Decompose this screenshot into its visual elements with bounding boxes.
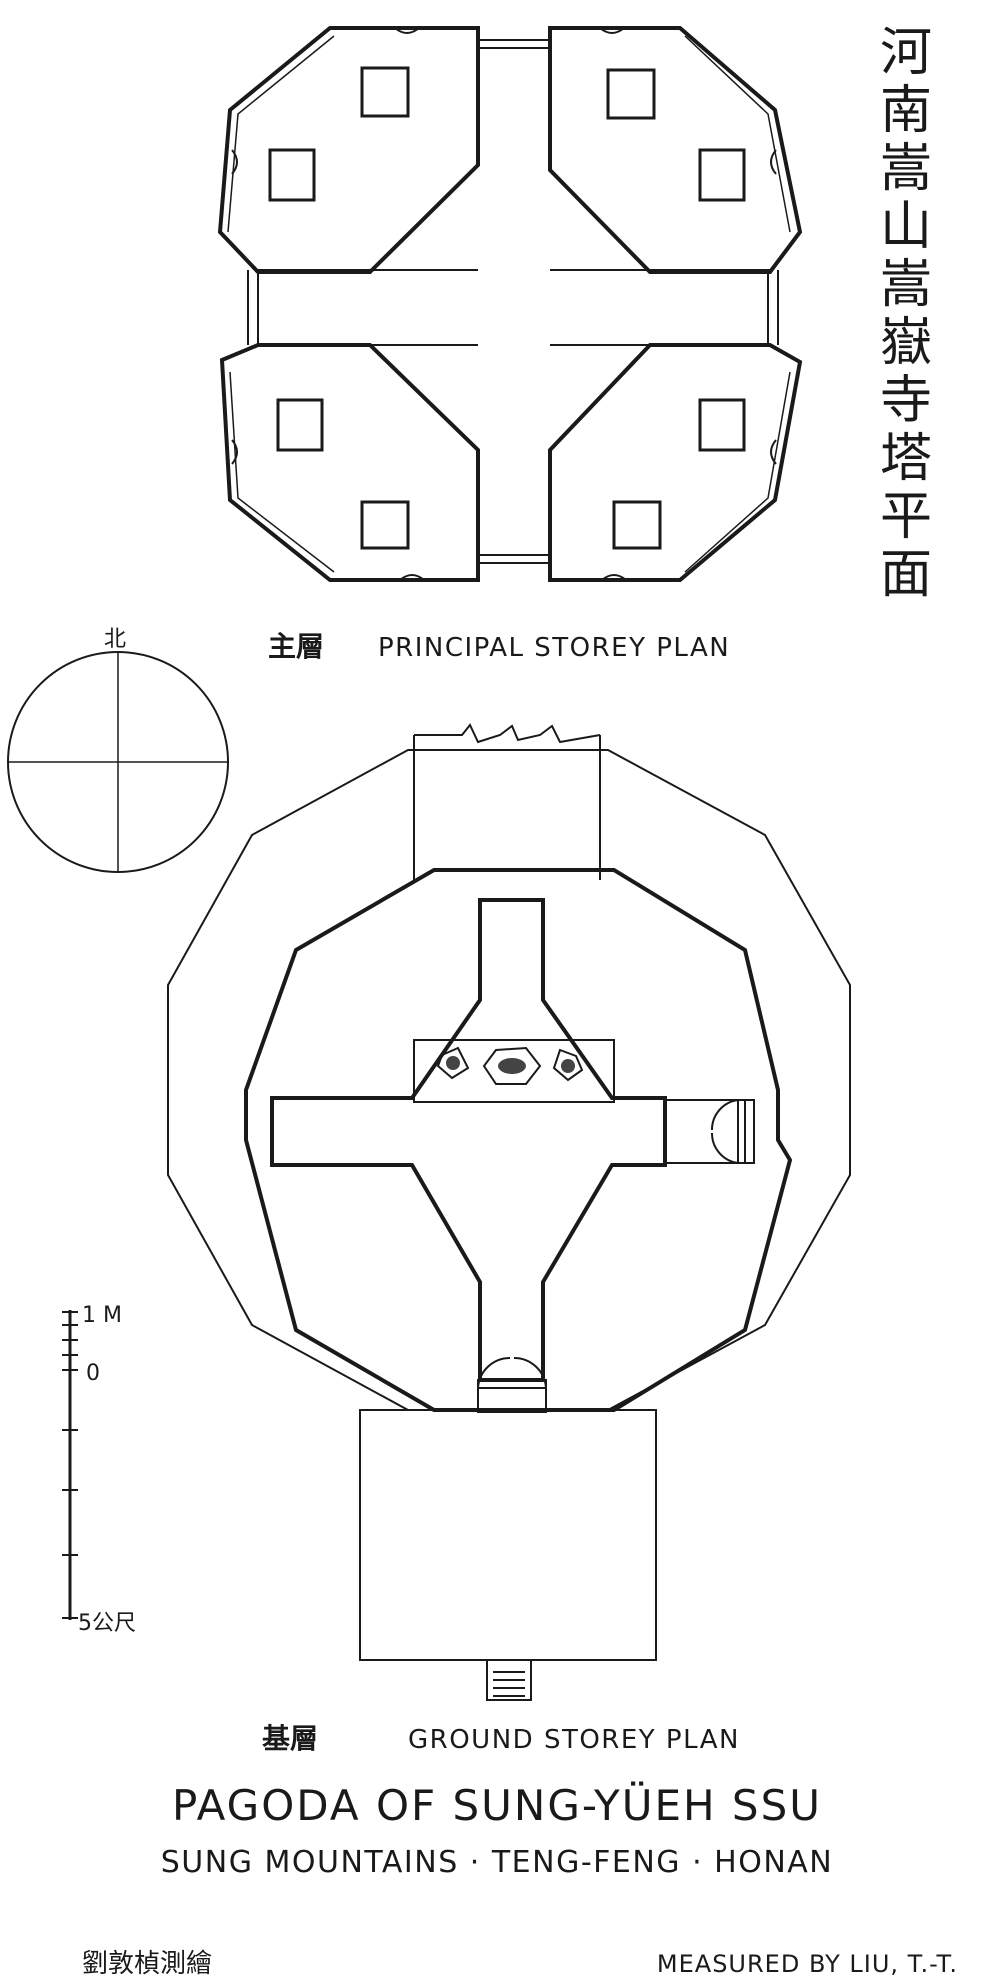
- title-char: 嵩: [880, 139, 932, 199]
- principal-quadrant-bottom-left: [219, 343, 480, 582]
- principal-quadrant-bottom-right: [548, 343, 803, 582]
- scale-zero-label: 0: [86, 1361, 100, 1386]
- credit-chinese: 劉敦楨測繪: [82, 1949, 212, 1979]
- title-char: 河: [880, 23, 932, 83]
- ground-storey-plan: [167, 723, 851, 1701]
- title-char: 山: [880, 197, 932, 257]
- ground-plan-outer-platform: [167, 749, 851, 1411]
- scale-top-label: 1 M: [82, 1303, 122, 1328]
- title-char: 平: [880, 487, 932, 547]
- ground-plan-english-label: GROUND STOREY PLAN: [408, 1725, 740, 1755]
- south-approach: [359, 1409, 657, 1701]
- credit-english: MEASURED BY LIU, T.-T.: [657, 1950, 958, 1978]
- principal-plan-english-label: PRINCIPAL STOREY PLAN: [378, 633, 730, 663]
- title-char: 寺: [880, 371, 932, 431]
- central-altar: [413, 1039, 615, 1103]
- south-doorway: [477, 1379, 547, 1413]
- south-door-leaves: [477, 1356, 547, 1389]
- title-char: 南: [880, 81, 932, 141]
- north-arrow: 北: [7, 627, 229, 873]
- sub-title: SUNG MOUNTAINS · TENG-FENG · HONAN: [161, 1845, 833, 1880]
- title-char: 面: [880, 545, 932, 605]
- ground-plan-octagon-wall: [244, 868, 793, 1412]
- principal-storey-plan: [217, 26, 803, 582]
- title-char: 嵩: [880, 255, 932, 315]
- north-label: 北: [104, 627, 126, 652]
- title-char: 塔: [880, 429, 932, 489]
- title-char: 嶽: [880, 313, 932, 373]
- east-door-leaves: [710, 1099, 746, 1164]
- ground-plan-chinese-label: 基層: [262, 1722, 318, 1755]
- principal-plan-frame: [247, 39, 779, 564]
- east-doorway: [663, 1099, 755, 1164]
- vertical-title: 河 南 嵩 山 嵩 嶽 寺 塔 平 面: [880, 23, 932, 605]
- main-title: PAGODA OF SUNG-YÜEH SSU: [172, 1780, 822, 1830]
- principal-plan-chinese-label: 主層: [268, 630, 324, 663]
- north-corridor: [413, 723, 601, 880]
- principal-quadrant-top-left: [217, 26, 480, 274]
- scale-bottom-label: 5公尺: [78, 1611, 136, 1636]
- principal-quadrant-top-right: [548, 26, 803, 274]
- scale-bar: 1 M 0 5公尺: [62, 1303, 136, 1636]
